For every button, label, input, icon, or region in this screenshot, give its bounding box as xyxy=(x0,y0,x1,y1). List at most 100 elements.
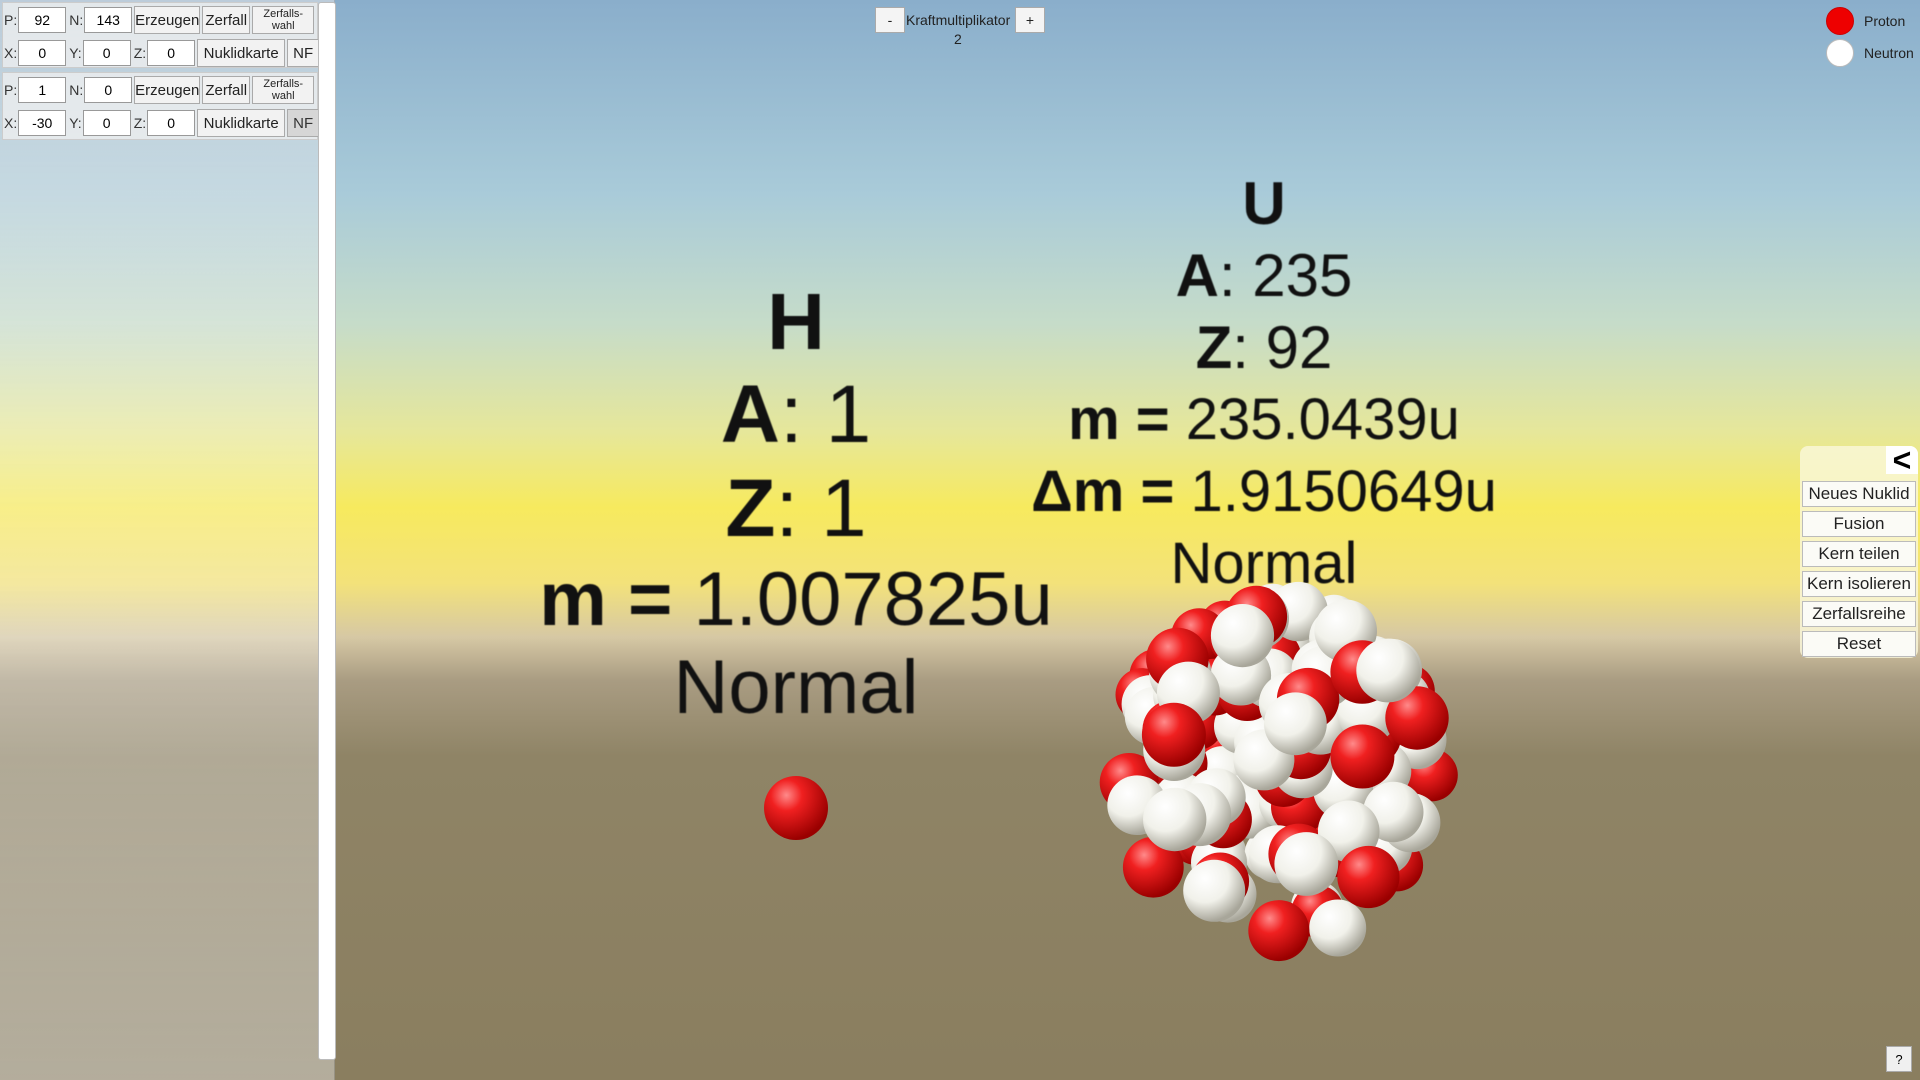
proton-sphere xyxy=(1323,744,1383,803)
proton-sphere xyxy=(1308,748,1364,803)
isolate-nucleus-button[interactable]: Kern isolieren xyxy=(1802,571,1916,597)
help-button[interactable]: ? xyxy=(1886,1046,1912,1072)
proton-sphere xyxy=(1151,735,1208,792)
new-nuclide-button[interactable]: Neues Nuklid xyxy=(1802,481,1916,507)
proton-sphere xyxy=(1289,739,1340,789)
create-button[interactable]: Erzeugen xyxy=(134,6,201,34)
neutron-sphere xyxy=(1199,865,1257,923)
neutron-count-input[interactable]: 0 xyxy=(84,77,133,103)
proton-sphere xyxy=(1171,608,1228,665)
proton-sphere xyxy=(1194,790,1252,849)
neutron-sphere xyxy=(1223,785,1277,839)
proton-sphere xyxy=(1254,749,1313,807)
proton-sphere xyxy=(1330,724,1395,789)
hydrogen-symbol: H xyxy=(767,277,825,366)
neutron-sphere xyxy=(1236,708,1296,768)
decay-choice-button[interactable]: Zerfalls- wahl xyxy=(252,76,315,104)
proton-sphere xyxy=(1099,753,1159,812)
proton-sphere xyxy=(1234,594,1283,644)
neutron-sphere xyxy=(1232,626,1285,679)
neutron-sphere xyxy=(1121,675,1180,734)
neutron-sphere xyxy=(1387,710,1447,770)
uranium-mass: m = 235.0439u xyxy=(964,384,1564,456)
z-position-input[interactable]: 0 xyxy=(147,40,196,66)
x-position-input[interactable]: -30 xyxy=(18,110,67,136)
neutron-sphere xyxy=(1124,687,1184,746)
split-nucleus-button[interactable]: Kern teilen xyxy=(1802,541,1916,567)
neutron-sphere xyxy=(1143,787,1207,852)
neutron-sphere xyxy=(1248,825,1307,884)
y-position-label: Y: xyxy=(69,115,82,131)
neutron-sphere xyxy=(1273,790,1326,843)
z-position-label: Z: xyxy=(133,115,147,131)
neutron-sphere xyxy=(1143,719,1206,781)
neutron-sphere xyxy=(1275,684,1324,734)
nuclide-chart-button[interactable]: Nuklidkarte xyxy=(197,39,286,67)
neutron-sphere xyxy=(1352,741,1412,801)
neutron-sphere xyxy=(1309,607,1370,668)
nf-button[interactable]: NF xyxy=(287,109,320,137)
force-multiplier-label: Kraftmultiplikator xyxy=(906,12,1011,28)
reset-button[interactable]: Reset xyxy=(1802,631,1916,657)
hydrogen-proton xyxy=(764,776,828,840)
collapse-menu-button[interactable]: < xyxy=(1886,442,1918,478)
panel-scrollbar[interactable] xyxy=(318,2,336,1060)
neutron-sphere xyxy=(1340,646,1397,703)
uranium-symbol: U xyxy=(1242,170,1286,237)
mass-number-label: A xyxy=(1175,242,1219,309)
z-position-input[interactable]: 0 xyxy=(147,110,196,136)
neutron-sphere xyxy=(1359,638,1423,701)
neutron-sphere xyxy=(1173,656,1230,713)
decay-series-button[interactable]: Zerfallsreihe xyxy=(1802,601,1916,627)
neutron-sphere xyxy=(1197,657,1247,707)
neutron-sphere xyxy=(1196,746,1248,798)
neutron-sphere xyxy=(1321,742,1380,801)
uranium-mass-defect: Δm = 1.9150649u xyxy=(964,456,1564,528)
proton-sphere xyxy=(1341,706,1402,766)
proton-sphere xyxy=(1211,607,1264,661)
force-decrease-button[interactable]: - xyxy=(875,7,905,33)
neutron-sphere xyxy=(1291,639,1353,701)
proton-count-input[interactable]: 92 xyxy=(18,7,67,33)
neutron-sphere xyxy=(1241,685,1292,736)
neutron-sphere xyxy=(1341,666,1396,720)
neutron-sphere xyxy=(1168,783,1232,847)
force-increase-button[interactable]: + xyxy=(1015,7,1045,33)
y-position-input[interactable]: 0 xyxy=(82,110,131,136)
neutron-count-input[interactable]: 143 xyxy=(84,7,133,33)
proton-sphere xyxy=(1299,777,1349,827)
proton-sphere xyxy=(1326,770,1378,823)
neutron-sphere xyxy=(1283,672,1338,727)
proton-sphere xyxy=(1291,885,1345,938)
neutron-sphere xyxy=(1233,729,1295,791)
proton-sphere xyxy=(1199,600,1251,652)
x-position-input[interactable]: 0 xyxy=(18,40,67,66)
nf-button[interactable]: NF xyxy=(287,39,320,67)
decay-button[interactable]: Zerfall xyxy=(202,76,251,104)
decay-button[interactable]: Zerfall xyxy=(202,6,251,34)
proton-sphere xyxy=(1300,667,1352,718)
proton-sphere xyxy=(1379,703,1430,755)
neutron-sphere xyxy=(1337,681,1399,743)
proton-count-input[interactable]: 1 xyxy=(18,77,67,103)
hydrogen-mass-number: A: 1 xyxy=(496,368,1096,462)
y-position-input[interactable]: 0 xyxy=(82,40,131,66)
neutron-sphere xyxy=(1149,642,1212,705)
neutron-sphere xyxy=(1134,784,1185,835)
proton-sphere xyxy=(1142,699,1203,761)
nuclide-chart-button[interactable]: Nuklidkarte xyxy=(197,109,286,137)
neutron-count-label: N: xyxy=(69,12,84,28)
decay-choice-button[interactable]: Zerfalls- wahl xyxy=(252,6,315,34)
mass-value: 235.0439u xyxy=(1169,387,1460,452)
proton-sphere xyxy=(1194,720,1246,772)
hydrogen-state: Normal xyxy=(673,645,919,730)
hydrogen-label: H A: 1 Z: 1 m = 1.007825u Normal xyxy=(496,276,1096,732)
neutron-sphere xyxy=(1381,793,1441,853)
fusion-button[interactable]: Fusion xyxy=(1802,511,1916,537)
neutron-sphere xyxy=(1308,594,1360,646)
proton-sphere xyxy=(1248,900,1310,962)
neutron-count-label: N: xyxy=(69,82,84,98)
create-button[interactable]: Erzeugen xyxy=(134,76,201,104)
neutron-sphere xyxy=(1156,661,1220,725)
proton-sphere xyxy=(1307,821,1364,877)
